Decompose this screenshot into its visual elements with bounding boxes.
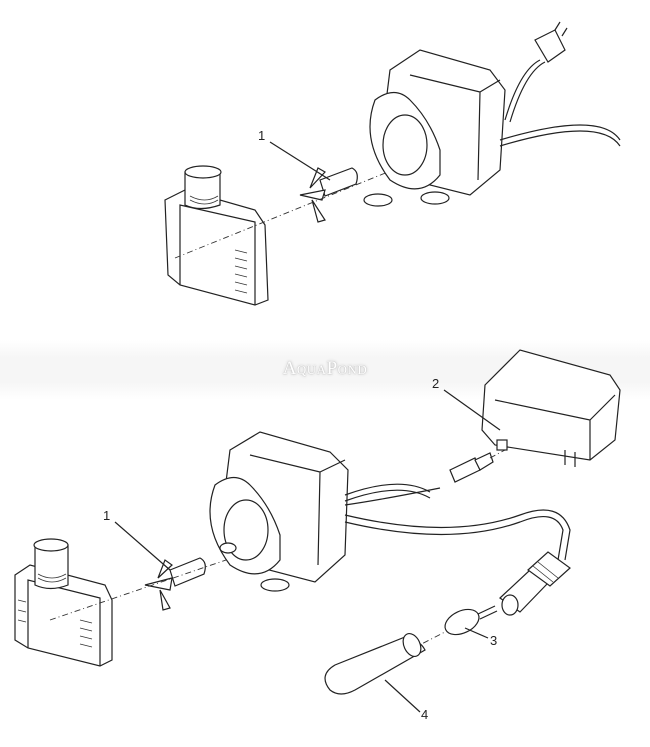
top-power-cord-plug — [499, 21, 621, 147]
callout-3: 3 — [490, 633, 498, 648]
callout-leader-bottom-1 — [114, 521, 171, 571]
callout-top-1: 1 — [258, 128, 266, 143]
top-impeller — [299, 167, 358, 223]
bottom-motor-block — [209, 431, 349, 592]
callout-leader-top-1 — [269, 141, 331, 181]
top-motor-block — [363, 49, 506, 207]
light-tube — [324, 633, 426, 695]
callout-bottom-1: 1 — [103, 508, 111, 523]
callout-4: 4 — [421, 707, 429, 722]
callout-leader-3 — [464, 627, 489, 639]
connector-plug — [449, 452, 494, 483]
callout-2: 2 — [432, 376, 440, 391]
callout-leader-4 — [384, 679, 421, 713]
top-pump-housing — [164, 165, 269, 306]
bulb — [444, 605, 498, 636]
bottom-pump-housing — [14, 538, 113, 667]
watermark-logo: AquaPond — [282, 358, 368, 379]
transformer — [481, 349, 621, 467]
bottom-impeller — [144, 557, 206, 611]
cables — [344, 483, 571, 561]
light-socket — [499, 551, 571, 616]
callout-leader-2 — [443, 389, 501, 431]
